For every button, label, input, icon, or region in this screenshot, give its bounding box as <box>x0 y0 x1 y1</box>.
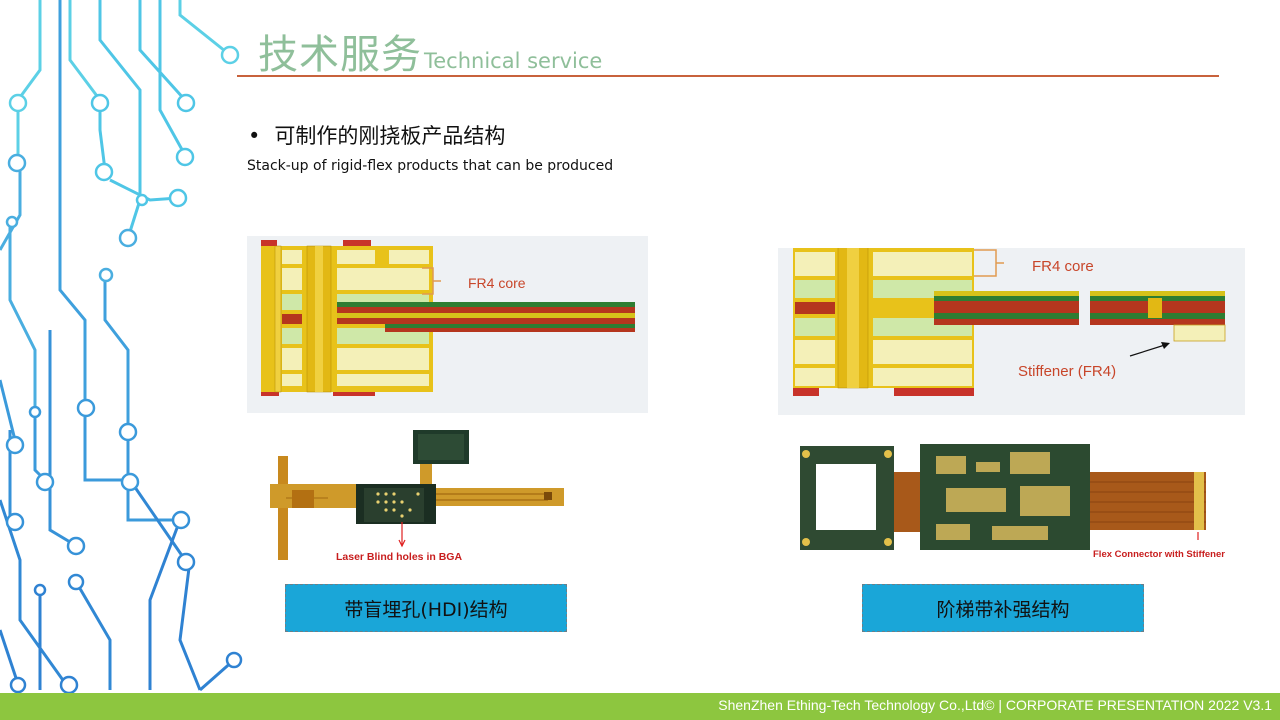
fr4-core-label-right: FR4 core <box>1032 258 1094 275</box>
subtitle: Stack-up of rigid-flex products that can… <box>247 158 614 174</box>
caption-hdi: 带盲埋孔(HDI)结构 <box>285 584 567 632</box>
circuit-decoration <box>0 0 243 695</box>
bullet-heading: • 可制作的刚挠板产品结构 <box>248 120 505 150</box>
board-photo-stiffener: Flex Connector with Stiffener <box>796 442 1236 560</box>
footer-separator: | <box>998 697 1003 713</box>
photo-annotation-left: Laser Blind holes in BGA <box>336 551 462 563</box>
bullet-dot: • <box>248 124 261 148</box>
page-title: 技术服务Technical service <box>258 22 602 80</box>
footer-company: ShenZhen Ething-Tech Technology Co.,Ltd© <box>718 697 995 713</box>
caption-stiffener: 阶梯带补强结构 <box>862 584 1144 632</box>
fr4-core-label-left: FR4 core <box>468 275 526 291</box>
title-divider <box>237 75 1219 77</box>
footer-text: ShenZhen Ething-Tech Technology Co.,Ltd©… <box>718 697 1272 713</box>
footer-presentation: CORPORATE PRESENTATION 2022 V3.1 <box>1005 697 1272 713</box>
board-photo-hdi: Laser Blind holes in BGA <box>268 428 568 568</box>
bullet-text: 可制作的刚挠板产品结构 <box>274 124 506 148</box>
stiffener-label: Stiffener (FR4) <box>1018 363 1116 380</box>
page-title-en: Technical service <box>424 49 603 73</box>
stackup-diagram-right: FR4 core Stiffener (FR4) <box>778 248 1245 415</box>
stackup-diagram-left: FR4 core <box>247 236 648 413</box>
page-title-cn: 技术服务 <box>258 32 422 78</box>
footer-bar: ShenZhen Ething-Tech Technology Co.,Ltd©… <box>0 693 1280 720</box>
photo-annotation-right: Flex Connector with Stiffener <box>1093 549 1225 560</box>
